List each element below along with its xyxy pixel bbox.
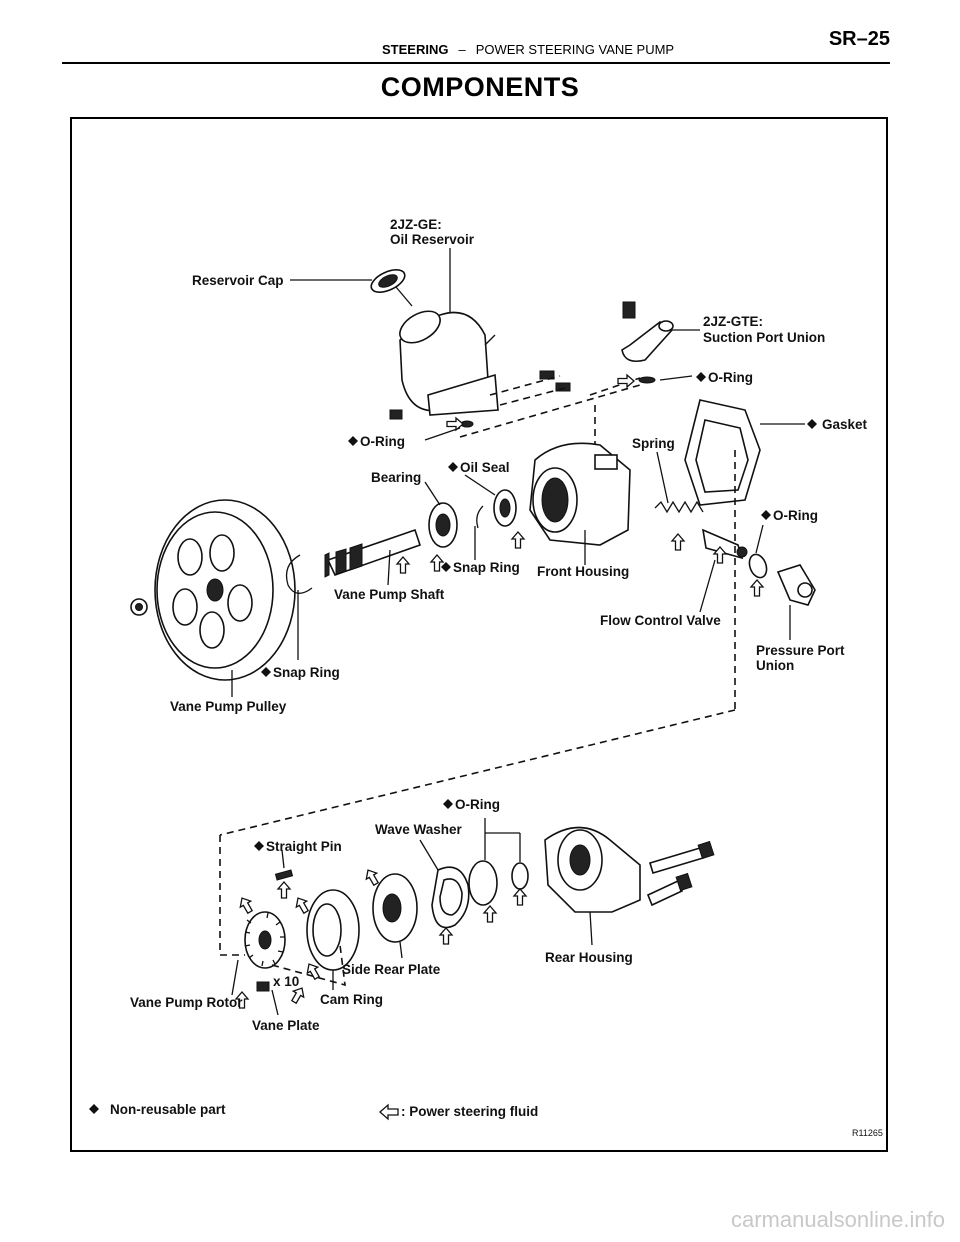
page-header: STEERING–POWER STEERING VANE PUMP SR–25: [62, 18, 890, 64]
oring-right-part: [748, 553, 768, 579]
non-reusable-marker: [261, 667, 271, 677]
label-oring-left: O-Ring: [360, 434, 405, 449]
wave-washer-part: [431, 866, 470, 929]
non-reusable-marker: [807, 419, 817, 429]
label-oil-reservoir: Oil Reservoir: [390, 232, 475, 247]
vane-pump-shaft-part: [324, 528, 422, 578]
vane-pump-rotor-part: [244, 911, 286, 969]
front-housing-part: [529, 442, 631, 546]
label-vane-pump-pulley: Vane Pump Pulley: [170, 699, 287, 714]
watermark: carmanualsonline.info: [730, 1207, 945, 1232]
rear-housing-part: [544, 826, 641, 913]
vane-plate-part: [256, 981, 270, 992]
straight-pin-part: [274, 869, 294, 881]
label-oil-seal: Oil Seal: [460, 460, 510, 475]
non-reusable-marker: [443, 799, 453, 809]
label-x10: x 10: [273, 974, 299, 989]
label-flow-control-valve: Flow Control Valve: [600, 613, 721, 628]
label-2jz-gte: 2JZ-GTE:: [703, 314, 763, 329]
non-reusable-marker: [254, 841, 264, 851]
label-oring-bottom: O-Ring: [455, 797, 500, 812]
legend-non-reusable: Non-reusable part: [110, 1102, 226, 1117]
header-section: STEERING: [382, 42, 449, 57]
spring-part: [654, 500, 704, 514]
side-rear-plate-part: [372, 873, 418, 943]
rear-housing-bolts: [646, 840, 715, 907]
snap-ring-shaft-part: [476, 505, 484, 529]
label-straight-pin: Straight Pin: [266, 839, 342, 854]
vane-pump-pulley-part: [154, 499, 296, 681]
flow-control-valve-part: [701, 528, 748, 560]
non-reusable-marker: [441, 562, 451, 572]
label-spring: Spring: [632, 436, 675, 451]
label-oring-top: O-Ring: [708, 370, 753, 385]
label-vane-pump-shaft: Vane Pump Shaft: [334, 587, 445, 602]
cam-ring-part: [306, 889, 360, 971]
label-bearing: Bearing: [371, 470, 421, 485]
diagram-frame: [70, 117, 888, 1152]
figure-code: R11265: [852, 1128, 883, 1138]
oil-reservoir-part: [399, 310, 499, 416]
label-suction-port-union: Suction Port Union: [703, 330, 825, 345]
label-gasket: Gasket: [822, 417, 868, 432]
header-breadcrumb: STEERING–POWER STEERING VANE PUMP: [382, 42, 674, 57]
non-reusable-marker: [761, 510, 771, 520]
assembly-dashed-lines: [219, 375, 736, 987]
label-snap-ring-pulley: Snap Ring: [273, 665, 340, 680]
label-vane-plate: Vane Plate: [252, 1018, 320, 1033]
reservoir-bolts: [389, 370, 571, 428]
header-separator: –: [458, 42, 466, 57]
legend-fluid: : Power steering fluid: [401, 1104, 538, 1119]
non-reusable-marker: [696, 372, 706, 382]
label-front-housing: Front Housing: [537, 564, 629, 579]
pressure-port-union-part: [776, 564, 816, 606]
label-side-rear-plate: Side Rear Plate: [342, 962, 441, 977]
oring-bottom-part: [468, 860, 529, 906]
label-vane-pump-rotor: Vane Pump Rotor: [130, 995, 243, 1010]
legend-diamond-icon: [89, 1104, 99, 1114]
page-title: COMPONENTS: [380, 72, 580, 102]
label-oring-right: O-Ring: [773, 508, 818, 523]
non-reusable-marker: [348, 436, 358, 446]
header-subsection: POWER STEERING VANE PUMP: [475, 42, 675, 57]
bearing-part: [428, 502, 458, 548]
label-reservoir-cap: Reservoir Cap: [192, 273, 284, 288]
legend-arrow-icon: [379, 1103, 399, 1121]
label-cam-ring: Cam Ring: [320, 992, 383, 1007]
gasket-part: [684, 399, 761, 506]
snap-ring-pulley-part: [285, 554, 313, 594]
label-snap-ring-shaft: Snap Ring: [453, 560, 520, 575]
oil-seal-part: [493, 489, 517, 527]
label-2jz-ge: 2JZ-GE:: [390, 217, 442, 232]
non-reusable-marker: [448, 462, 458, 472]
label-union: Union: [756, 658, 794, 673]
label-wave-washer: Wave Washer: [375, 822, 463, 837]
label-pressure-port: Pressure Port: [756, 643, 845, 658]
reservoir-cap-part: [370, 269, 413, 307]
label-rear-housing: Rear Housing: [545, 950, 633, 965]
pulley-nut-part: [130, 598, 148, 616]
leader-lines: [231, 248, 805, 1016]
suction-port-union-part: [621, 301, 674, 384]
page-number: SR–25: [828, 28, 890, 50]
